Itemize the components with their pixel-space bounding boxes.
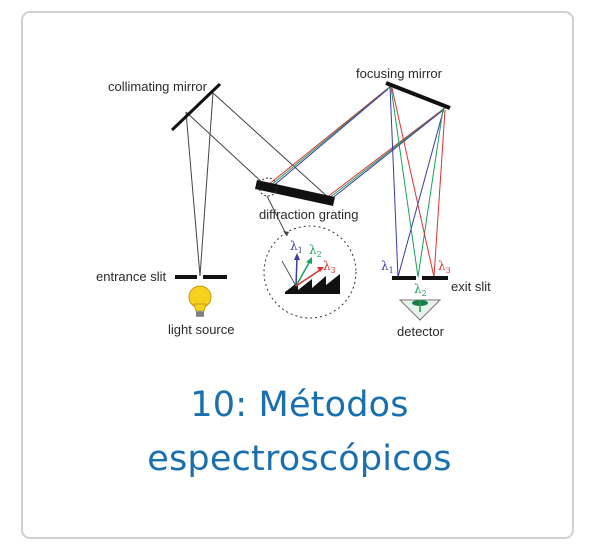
entrance-slit-label: entrance slit xyxy=(96,269,166,284)
inset-lambda3: λ3 xyxy=(323,259,336,275)
collimating-mirror: collimating mirror xyxy=(108,79,222,132)
inset-lambda2: λ2 xyxy=(309,243,322,259)
detector-label: detector xyxy=(397,324,445,339)
focusing-mirror: focusing mirror xyxy=(356,66,451,110)
diffraction-grating-label: diffraction grating xyxy=(259,207,359,222)
inset-lambda1: λ1 xyxy=(290,239,303,255)
exit-lambda1: λ1 xyxy=(381,259,394,275)
light-bulb-icon: light source xyxy=(168,285,234,337)
exit-slit: exit slit λ1 λ3 λ2 xyxy=(381,259,491,298)
white-light-beams xyxy=(185,92,331,277)
dispersed-beams-to-focusing-mirror xyxy=(267,84,447,201)
focusing-mirror-label: focusing mirror xyxy=(356,66,443,81)
entrance-slit: entrance slit xyxy=(96,269,227,284)
card-title-line2: espectroscópicos xyxy=(147,439,452,479)
focused-beams-to-exit-slit xyxy=(389,85,446,278)
card-title[interactable]: 10: Métodos espectroscópicos xyxy=(23,378,576,486)
course-card[interactable] xyxy=(21,11,574,539)
light-source-label: light source xyxy=(168,322,234,337)
exit-lambda3: λ3 xyxy=(438,259,451,275)
grating-inset: λ1 λ2 λ3 xyxy=(263,225,357,319)
detector-icon: detector xyxy=(397,299,445,339)
diffraction-grating: diffraction grating xyxy=(255,177,359,237)
card-title-line1: 10: Métodos xyxy=(190,385,409,425)
collimating-mirror-label: collimating mirror xyxy=(108,79,208,94)
exit-slit-label: exit slit xyxy=(451,279,491,294)
exit-lambda2: λ2 xyxy=(414,282,427,298)
